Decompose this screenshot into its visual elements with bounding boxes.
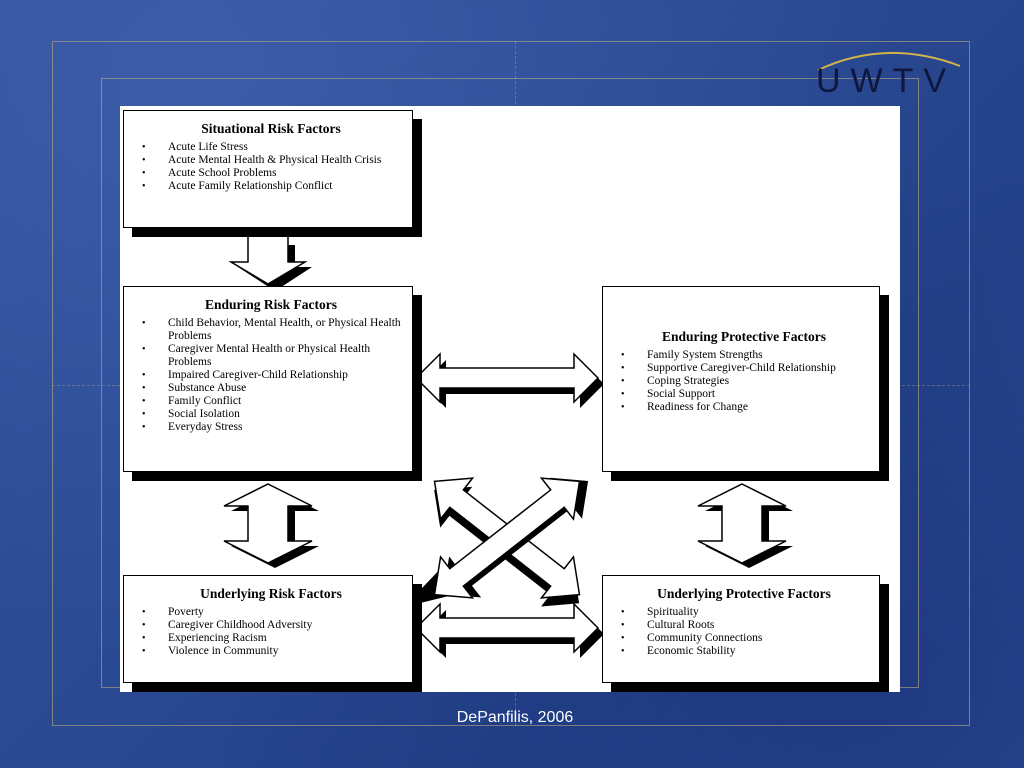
list-item: Coping Strategies	[617, 375, 871, 388]
enduring-risk-factors-box: Enduring Risk Factors Child Behavior, Me…	[123, 286, 413, 472]
list-item: Acute Life Stress	[138, 141, 404, 154]
citation-caption: DePanfilis, 2006	[456, 709, 574, 726]
vertical-double-arrow-risk	[223, 483, 319, 568]
down-arrow-situational-to-enduring	[228, 231, 312, 291]
list-item: Economic Stability	[617, 645, 871, 658]
list-item: Acute School Problems	[138, 167, 404, 180]
list-item: Cultural Roots	[617, 619, 871, 632]
list-item: Social Isolation	[138, 408, 404, 421]
box-title: Underlying Protective Factors	[657, 586, 831, 601]
vertical-double-arrow-protective	[697, 483, 793, 568]
list-item: Social Support	[617, 388, 871, 401]
list-item: Community Connections	[617, 632, 871, 645]
enduring-protective-factors-box: Enduring Protective Factors Family Syste…	[602, 286, 880, 472]
list-item: Everyday Stress	[138, 421, 404, 434]
list-item: Violence in Community	[138, 645, 404, 658]
list-item: Acute Family Relationship Conflict	[138, 180, 404, 193]
underlying-protective-factors-box: Underlying Protective Factors Spirituali…	[602, 575, 880, 683]
situational-risk-factors-box: Situational Risk Factors Acute Life Stre…	[123, 110, 413, 228]
list-item: Impaired Caregiver-Child Relationship	[138, 369, 404, 382]
list-item: Family Conflict	[138, 395, 404, 408]
list-item: Caregiver Mental Health or Physical Heal…	[138, 343, 404, 369]
list-item: Family System Strengths	[617, 349, 871, 362]
factor-list: Acute Life Stress Acute Mental Health & …	[138, 141, 404, 193]
list-item: Poverty	[138, 606, 404, 619]
list-item: Spirituality	[617, 606, 871, 619]
horizontal-double-arrow-enduring	[414, 352, 604, 408]
list-item: Caregiver Childhood Adversity	[138, 619, 404, 632]
list-item: Supportive Caregiver-Child Relationship	[617, 362, 871, 375]
underlying-risk-factors-box: Underlying Risk Factors Poverty Caregive…	[123, 575, 413, 683]
list-item: Child Behavior, Mental Health, or Physic…	[138, 317, 404, 343]
factor-list: Child Behavior, Mental Health, or Physic…	[138, 317, 404, 434]
box-title: Enduring Protective Factors	[662, 329, 826, 344]
list-item: Readiness for Change	[617, 401, 871, 414]
factor-list: Family System Strengths Supportive Careg…	[617, 349, 871, 414]
box-title: Situational Risk Factors	[201, 121, 341, 136]
logo-arc	[817, 51, 961, 71]
outer-frame	[52, 41, 970, 726]
uwtv-logo: UWTV	[800, 44, 972, 104]
list-item: Acute Mental Health & Physical Health Cr…	[138, 154, 404, 167]
list-item: Substance Abuse	[138, 382, 404, 395]
horizontal-double-arrow-underlying	[414, 602, 604, 658]
box-title: Enduring Risk Factors	[204, 297, 338, 312]
logo-text: UWTV	[815, 62, 957, 100]
list-item: Experiencing Racism	[138, 632, 404, 645]
diagram-arrows	[223, 231, 793, 658]
factor-list: Spirituality Cultural Roots Community Co…	[617, 606, 871, 658]
factor-list: Poverty Caregiver Childhood Adversity Ex…	[138, 606, 404, 658]
box-title: Underlying Risk Factors	[200, 586, 342, 601]
diagonal-cross-arrows	[403, 477, 589, 607]
risk-protective-diagram: Situational Risk Factors Acute Life Stre…	[120, 106, 900, 692]
